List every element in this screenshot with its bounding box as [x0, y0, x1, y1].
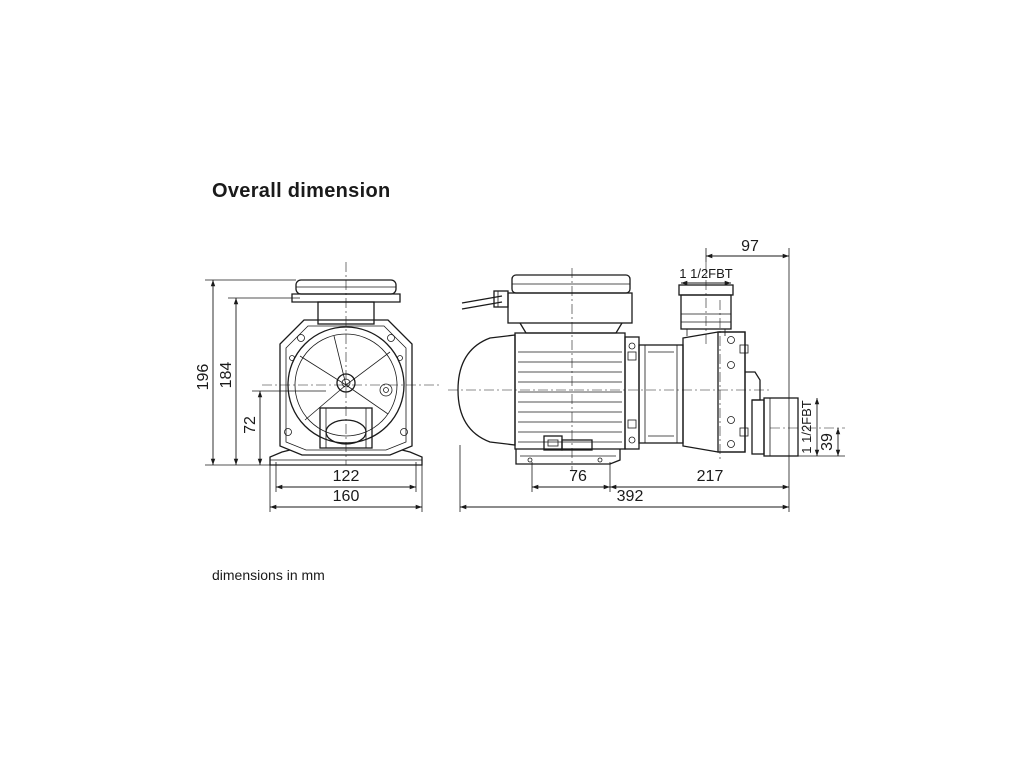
side-flange — [624, 336, 640, 450]
side-base — [515, 435, 621, 465]
dim-overall-length: 392 — [617, 488, 644, 505]
diagram-title: Overall dimension — [212, 180, 391, 202]
side-view: 97 1 1/2FBT 1 1/2FBT 39 76 217 392 — [448, 238, 845, 512]
dim-outlet-height: 72 — [242, 416, 259, 434]
motor-flange — [279, 319, 413, 456]
dim-foot-spacing: 122 — [333, 468, 360, 485]
side-outlet-port — [745, 371, 799, 457]
motor-body — [514, 332, 626, 450]
side-terminal-box — [507, 274, 633, 334]
dim-outlet-center: 39 — [819, 433, 836, 451]
dim-overall-height: 196 — [195, 364, 212, 391]
dim-inlet-offset: 97 — [741, 238, 759, 255]
pump-head — [682, 331, 749, 453]
dim-outlet-thread: 1 1/2FBT — [799, 400, 814, 454]
dim-base-width: 160 — [333, 488, 360, 505]
dim-foot-length: 76 — [569, 468, 587, 485]
inlet-port — [678, 284, 734, 336]
units-note: dimensions in mm — [212, 567, 325, 583]
fan-cover — [457, 334, 516, 446]
adapter — [638, 344, 684, 444]
dim-inlet-thread: 1 1/2FBT — [679, 266, 733, 281]
dim-body-height: 184 — [218, 362, 235, 389]
power-cable — [461, 290, 509, 310]
front-view: 196 184 72 122 160 — [195, 262, 440, 512]
dim-front-length: 217 — [697, 468, 724, 485]
